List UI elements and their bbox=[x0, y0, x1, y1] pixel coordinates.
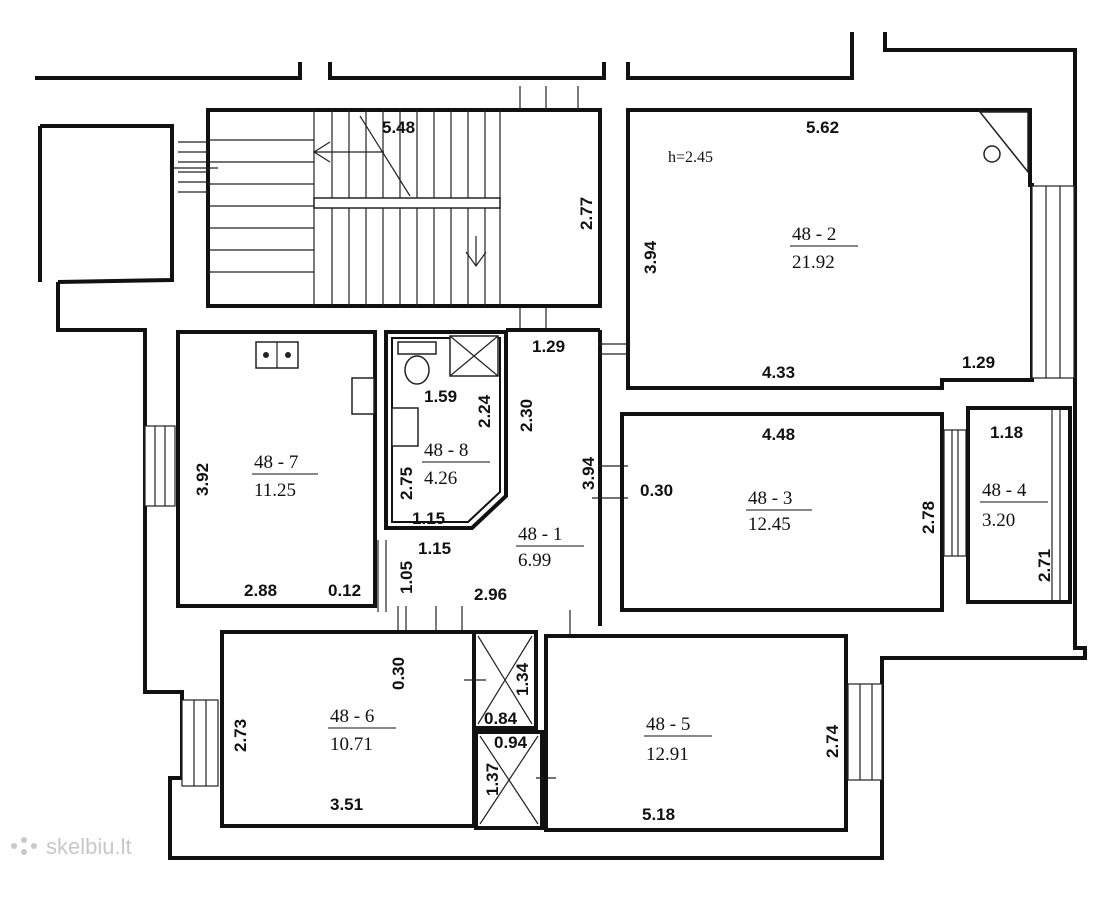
dimension: 0.30 bbox=[640, 481, 673, 500]
side-stairs bbox=[172, 141, 218, 193]
dimension: 2.30 bbox=[517, 399, 536, 432]
window bbox=[1031, 185, 1075, 379]
dimension: 3.92 bbox=[193, 463, 212, 496]
room-area: 3.20 bbox=[982, 510, 1015, 531]
window bbox=[181, 699, 219, 787]
dimension: 1.59 bbox=[424, 387, 457, 406]
room-area: 21.92 bbox=[792, 252, 835, 273]
dimension: 3.94 bbox=[579, 456, 598, 490]
dimension: 1.29 bbox=[962, 353, 995, 372]
window bbox=[144, 425, 176, 507]
hall-door-top bbox=[519, 86, 579, 330]
room-labels: 48 - 2 21.92 48 - 7 11.25 48 - 8 4.26 48… bbox=[252, 224, 1048, 765]
room-48-1 bbox=[377, 328, 628, 636]
dimension: 1.29 bbox=[532, 337, 565, 356]
room-id: 48 - 4 bbox=[982, 480, 1027, 501]
dimension: 0.30 bbox=[389, 657, 408, 690]
closet-lower bbox=[474, 730, 556, 830]
room-area: 11.25 bbox=[254, 480, 296, 501]
dimension: 0.94 bbox=[494, 733, 528, 752]
dimension: 1.15 bbox=[418, 539, 451, 558]
watermark-text: skelbiu.lt bbox=[46, 834, 132, 859]
outer-walls bbox=[35, 32, 1087, 860]
dimension: 5.62 bbox=[806, 118, 839, 137]
room-area: 10.71 bbox=[330, 734, 373, 755]
dimension: 1.05 bbox=[397, 561, 416, 594]
dimension: 1.34 bbox=[513, 662, 532, 696]
room-id: 48 - 7 bbox=[254, 452, 298, 473]
watermark: skelbiu.lt bbox=[11, 834, 132, 859]
dimension: 2.75 bbox=[397, 467, 416, 500]
dimension: 3.94 bbox=[641, 240, 660, 274]
room-id: 48 - 3 bbox=[748, 488, 792, 509]
room-id: 48 - 8 bbox=[424, 440, 468, 461]
height-note: h=2.45 bbox=[668, 149, 713, 166]
dimension: 2.88 bbox=[244, 581, 277, 600]
dimension: 5.48 bbox=[382, 118, 415, 137]
dimension: 2.74 bbox=[823, 724, 842, 758]
room-id: 48 - 1 bbox=[518, 524, 562, 545]
dimension: 1.18 bbox=[990, 423, 1023, 442]
dimension: 0.84 bbox=[484, 709, 518, 728]
window bbox=[1051, 410, 1061, 600]
room-id: 48 - 5 bbox=[646, 714, 690, 735]
dimension: 4.48 bbox=[762, 425, 795, 444]
room-area: 12.91 bbox=[646, 744, 689, 765]
dimension: 3.51 bbox=[330, 795, 363, 814]
dimension: 2.71 bbox=[1035, 549, 1054, 582]
dimension: 2.77 bbox=[577, 197, 596, 230]
dimension: 1.37 bbox=[483, 763, 502, 796]
dimension: 2.73 bbox=[231, 719, 250, 752]
room-48-2 bbox=[626, 108, 1075, 390]
dimension: 2.24 bbox=[475, 394, 494, 428]
dimension: 2.78 bbox=[919, 501, 938, 534]
room-area: 6.99 bbox=[518, 550, 551, 571]
room-48-3 bbox=[620, 412, 967, 612]
window bbox=[847, 683, 883, 781]
room-area: 12.45 bbox=[748, 514, 791, 535]
window bbox=[943, 429, 967, 557]
room-48-7 bbox=[144, 330, 377, 608]
dimension: 0.12 bbox=[328, 581, 361, 600]
room-area: 4.26 bbox=[424, 468, 457, 489]
dimension: 2.96 bbox=[474, 585, 507, 604]
dimension: 1.15 bbox=[412, 509, 445, 528]
room-48-8 bbox=[384, 330, 508, 530]
dimension-labels: 5.48 2.77 5.62 h=2.45 3.94 4.33 1.29 1.2… bbox=[193, 118, 1054, 824]
stairwell bbox=[206, 108, 602, 308]
room-id: 48 - 6 bbox=[330, 706, 374, 727]
room-id: 48 - 2 bbox=[792, 224, 836, 245]
room-48-4 bbox=[966, 406, 1072, 604]
room-48-5 bbox=[544, 634, 883, 832]
closet-upper bbox=[472, 630, 538, 730]
dimension: 5.18 bbox=[642, 805, 675, 824]
dimension: 4.33 bbox=[762, 363, 795, 382]
